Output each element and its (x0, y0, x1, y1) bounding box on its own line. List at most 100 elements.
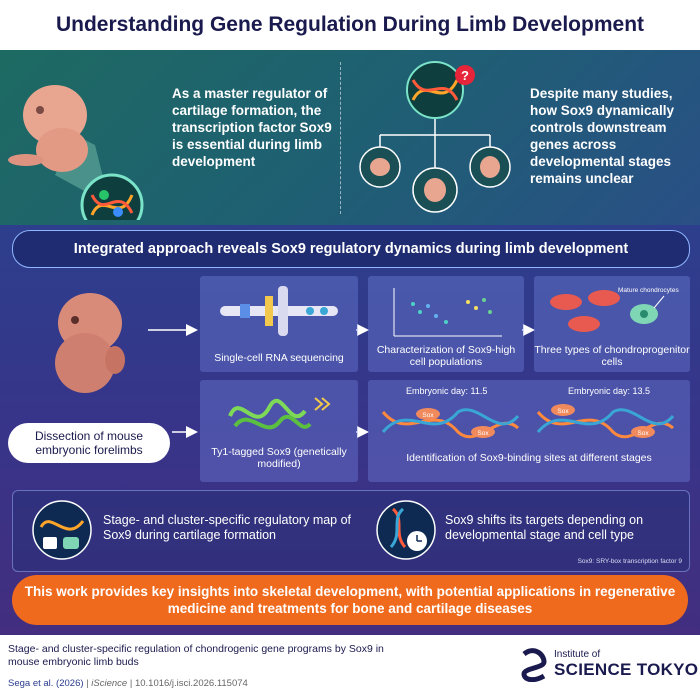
characterization-label: Characterization of Sox9-high cell popul… (376, 344, 516, 368)
dissection-pill: Dissection of mouse embryonic forelimbs (8, 423, 170, 463)
dna-strand (90, 194, 134, 216)
embryo-forelimb (105, 346, 125, 374)
embryonic-day-2: Embryonic day: 13.5 (568, 386, 651, 396)
dna-strand-2 (90, 194, 134, 214)
mouse-embryo-illustration (55, 293, 125, 393)
doi: 10.1016/j.isci.2026.115074 (134, 678, 248, 689)
ty1-label: Ty1-tagged Sox9 (genetically modified) (211, 446, 347, 470)
card-scrna: Single-cell RNA sequencing (200, 276, 358, 372)
cell-dot (444, 320, 448, 324)
card-ty1: Ty1-tagged Sox9 (genetically modified) (200, 380, 358, 482)
footer (0, 635, 700, 700)
cell-dot (474, 306, 478, 310)
icon-circle (376, 500, 436, 560)
cell-dot (418, 310, 422, 314)
dissection-label: Dissection of mouse embryonic forelimbs (34, 429, 144, 457)
embryo-stage-2 (424, 178, 446, 202)
calendar-icon (43, 537, 57, 549)
progenitor-cell (550, 294, 582, 310)
embryo-body (36, 128, 88, 172)
progenitor-cell (568, 316, 600, 332)
left-statement: As a master regulator of cartilage forma… (172, 86, 332, 169)
question-badge (455, 65, 475, 85)
dna-strand-2 (381, 408, 520, 433)
sox-tag: Sox (422, 412, 434, 419)
embryo-stage-1 (370, 158, 390, 176)
embryo-limb (8, 154, 44, 166)
embryo-body (55, 333, 115, 393)
progenitor-cell (588, 290, 620, 306)
magnifier-circle (80, 173, 144, 220)
authors: Sega et al. (2026) (8, 678, 84, 689)
sox-marker (551, 404, 575, 416)
nucleus (640, 310, 648, 318)
cell-dot (426, 304, 430, 308)
question-mark: ? (461, 68, 469, 83)
channel-vertical (278, 286, 288, 336)
dna-binding-icon: Sox Sox Sox Sox (381, 404, 675, 439)
sox-marker (471, 426, 495, 438)
ty1-tag-icon (314, 397, 331, 411)
divider (340, 62, 341, 214)
cell-dot (411, 302, 415, 306)
card-identification: Embryonic day: 11.5 Embryonic day: 13.5 … (368, 380, 690, 482)
identification-label: Identification of Sox9-binding sites at … (406, 452, 652, 464)
protein-blob (99, 190, 109, 200)
tagged-protein-icon (228, 397, 331, 430)
dna-strand (381, 411, 520, 439)
mature-label: Mature chondrocytes (618, 287, 679, 294)
card-characterization: Characterization of Sox9-high cell popul… (368, 276, 524, 372)
sox-tag: Sox (637, 430, 649, 437)
sequencing-icon (220, 286, 338, 336)
logo-top: Institute of (554, 648, 601, 660)
dna-strand-2 (536, 408, 675, 433)
dna-strand (411, 79, 459, 101)
clock-dna-icon (376, 500, 436, 560)
dna-strand (536, 411, 675, 439)
embryo-lens-illustration (8, 85, 144, 220)
cluster-plot-icon (393, 288, 502, 337)
regulatory-map-icon (32, 500, 92, 560)
journal: iScience (91, 678, 128, 689)
sox-tag: Sox (557, 408, 569, 415)
three-types-label: Three types of chondroprogenitor cells (534, 344, 690, 368)
conclusion-text: This work provides key insights into ske… (24, 584, 676, 616)
separator: | (86, 678, 89, 689)
stages-illustration: ? (359, 61, 511, 213)
cell-dot (482, 298, 486, 302)
workflow-arrows (148, 324, 535, 438)
droplet (306, 307, 314, 315)
page-title: Understanding Gene Regulation During Lim… (55, 13, 645, 36)
chromatin-fiber (228, 398, 307, 419)
footnote: Sox9: SRY-box transcription factor 9 (577, 558, 682, 565)
cell-dot (434, 314, 438, 318)
right-statement: Despite many studies, how Sox9 dynamical… (530, 86, 675, 186)
paper-title: Stage- and cluster-specific regulation o… (8, 643, 384, 668)
approach-banner: Integrated approach reveals Sox9 regulat… (12, 230, 690, 268)
embryo-stage-3 (480, 156, 500, 178)
institute-logo: Institute of SCIENCE TOKYO (520, 646, 698, 682)
dna-strand (391, 507, 407, 549)
scrna-label: Single-cell RNA sequencing (214, 352, 344, 364)
header: Understanding Gene Regulation During Lim… (0, 0, 700, 50)
embryo-eye (71, 316, 79, 324)
summary-left: Stage- and cluster-specific regulatory m… (103, 513, 352, 542)
protein-blob (113, 207, 123, 217)
citation: Sega et al. (2026) | iScience | 10.1016/… (8, 678, 248, 689)
summary-right: Sox9 shifts its targets depending on dev… (445, 513, 644, 542)
conclusion-banner: This work provides key insights into ske… (12, 575, 688, 625)
summary-box: Stage- and cluster-specific regulatory m… (12, 490, 690, 572)
dna-strand-2 (411, 79, 459, 101)
chondrocyte-icon (550, 290, 665, 332)
sox-marker (631, 426, 655, 438)
embryo-eye (36, 106, 44, 114)
chromatin-fiber-2 (233, 414, 312, 430)
embryonic-day-1: Embryonic day: 11.5 (406, 386, 488, 396)
cell-dot (466, 300, 470, 304)
droplet (240, 304, 250, 318)
card-three-types: Mature chondrocytes Three types of chond… (534, 276, 690, 372)
callout-line (653, 295, 665, 309)
sox-tag: Sox (477, 430, 489, 437)
dna-strand (39, 520, 85, 531)
dna-strand-2 (389, 507, 405, 549)
